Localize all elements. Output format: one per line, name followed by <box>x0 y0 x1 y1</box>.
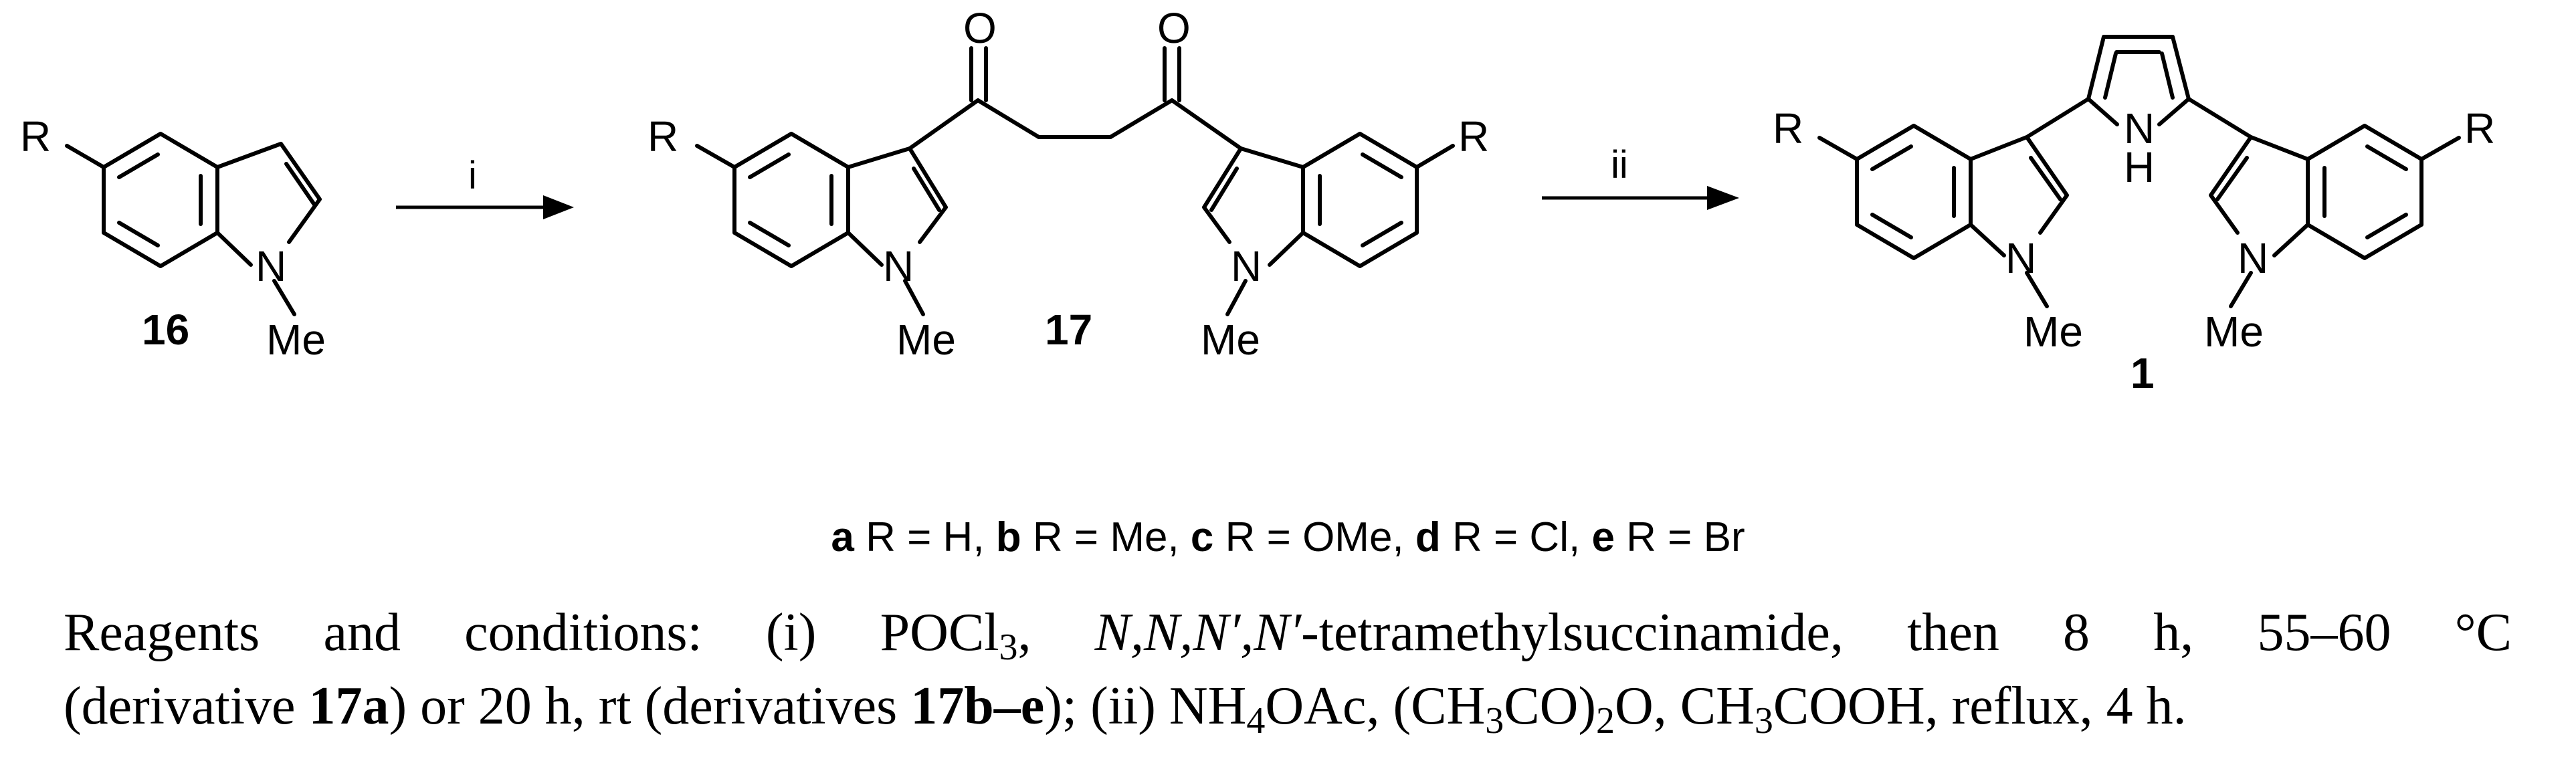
nitrogen-label-right: N <box>1231 242 1262 290</box>
caption-compound-17a: 17a <box>308 677 389 736</box>
caption-line1-rest: -tetramethylsuccinamide, then 8 h, 55–60… <box>1301 603 2512 662</box>
methyl-label-left: Me <box>896 316 956 364</box>
r-label-right: R <box>2464 104 2495 152</box>
r-label-left: R <box>1773 104 1803 152</box>
substituent-letter-a: a <box>831 514 854 560</box>
caption-subscript: 3 <box>1754 700 1773 742</box>
arrow-label-ii: ii <box>1611 143 1628 187</box>
reaction-arrow-step-1: i <box>396 154 574 219</box>
substituent-def-a: R = H <box>866 514 973 560</box>
compound-number-16: 16 <box>142 306 189 354</box>
substituent-definitions: a R = H, b R = Me, c R = OMe, d R = Cl, … <box>831 514 1745 560</box>
substituent-def-c: R = OMe <box>1225 514 1393 560</box>
substituent-def-b: R = Me <box>1032 514 1168 560</box>
substituent-letter-c: c <box>1190 514 1214 560</box>
substituent-def-d: R = Cl <box>1452 514 1569 560</box>
compound-number-1: 1 <box>2131 349 2155 397</box>
caption-subscript: 3 <box>1485 700 1504 742</box>
r-label-right: R <box>1458 112 1489 160</box>
methyl-label-right: Me <box>2204 308 2264 356</box>
r-label-left: R <box>648 112 678 160</box>
substituent-letter-e: e <box>1591 514 1615 560</box>
caption-reagent-italic: N,N,N′,N′ <box>1094 603 1302 662</box>
caption-line-1: Reagents and conditions: (i) POCl3, N,N,… <box>64 601 2512 668</box>
nitrogen-label-left: N <box>883 242 914 290</box>
nitrogen-label-left: N <box>2005 234 2036 282</box>
compound-number-17: 17 <box>1045 306 1092 354</box>
caption-text: COOH, reflux, 4 h. <box>1773 677 2187 736</box>
substituent-letter-b: b <box>995 514 1021 560</box>
arrow-label-i: i <box>468 154 477 197</box>
caption-text: ) or 20 h, rt (derivatives <box>389 677 911 736</box>
caption-text: OAc, (CH <box>1265 677 1486 736</box>
pyrrole-nitrogen-label: N <box>2124 104 2155 152</box>
nitrogen-label-right: N <box>2238 234 2268 282</box>
oxygen-label-left: O <box>963 4 997 52</box>
caption-text: ); (ii) NH <box>1044 677 1247 736</box>
pyrrole-hydrogen-label: H <box>2124 143 2155 191</box>
caption-sub-3: 3 <box>999 627 1018 668</box>
methyl-label-right: Me <box>1201 316 1260 364</box>
caption-subscript: 2 <box>1596 700 1615 742</box>
reaction-arrow-step-2: ii <box>1542 143 1739 210</box>
substituent-letter-d: d <box>1415 514 1441 560</box>
caption-text: (derivative <box>64 677 309 736</box>
methyl-label-left: Me <box>2023 308 2083 356</box>
caption-line-2: (derivative 17a) or 20 h, rt (derivative… <box>64 674 2512 740</box>
oxygen-label-right: O <box>1157 4 1191 52</box>
nitrogen-label: N <box>256 242 286 290</box>
caption-compound-17b-e: 17b–e <box>910 677 1045 736</box>
caption-text: O, CH <box>1615 677 1755 736</box>
reaction-scheme: R N Me 16 i R N Me O O <box>20 4 2495 397</box>
substituent-def-e: R = Br <box>1626 514 1745 560</box>
r-label: R <box>20 112 51 160</box>
methyl-label: Me <box>266 316 326 364</box>
compound-16-structure: R N Me 16 <box>20 112 326 364</box>
caption-text: CO) <box>1504 677 1597 736</box>
compound-17-structure: R N Me O O R N Me 17 <box>648 4 1489 364</box>
caption-lead: Reagents and conditions: (i) POCl <box>64 603 999 662</box>
caption-sep: , <box>1017 603 1095 662</box>
caption-subscript: 4 <box>1246 700 1266 742</box>
compound-1-structure: R N Me N H R N Me 1 <box>1773 35 2495 397</box>
